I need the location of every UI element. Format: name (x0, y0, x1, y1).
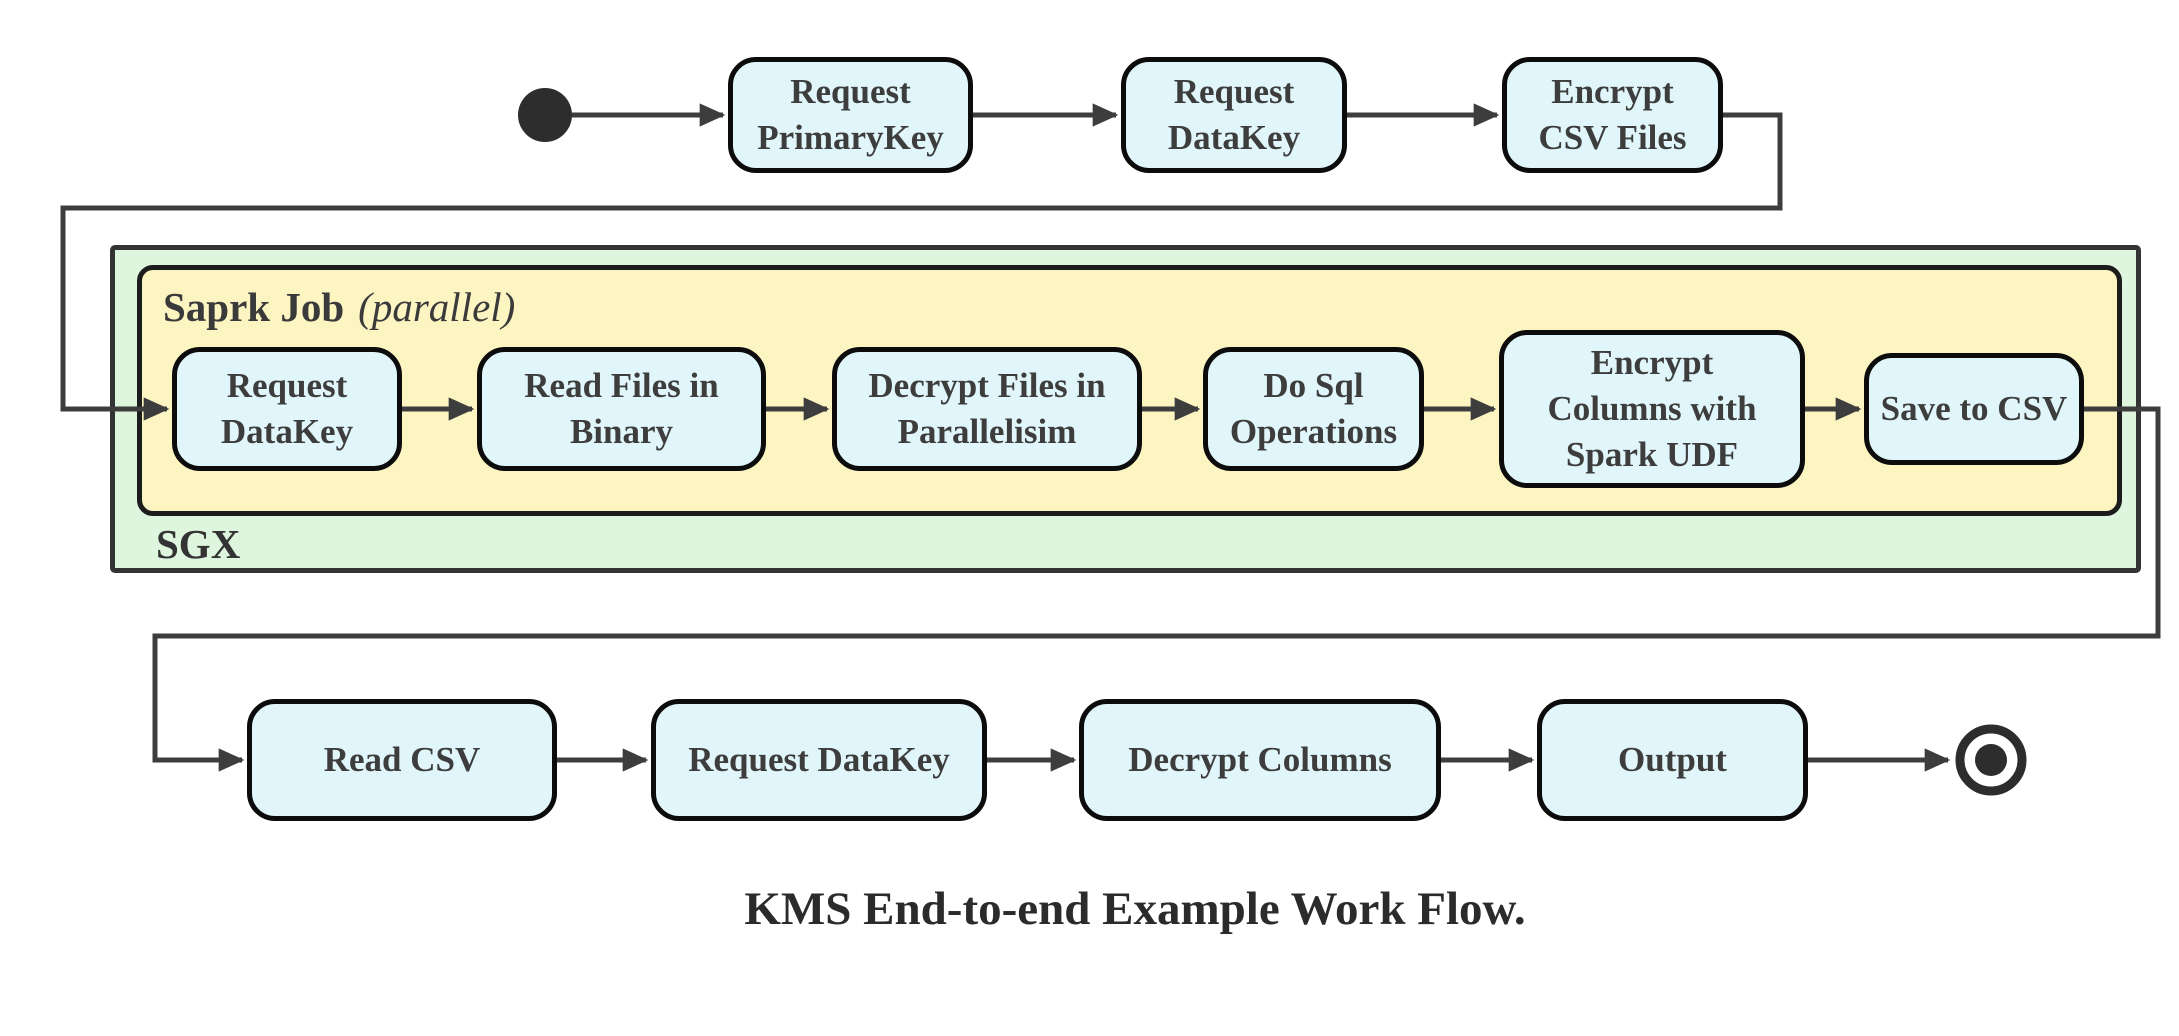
sgx-label: SGX (156, 521, 241, 567)
diagram-caption: KMS End-to-end Example Work Flow. (744, 883, 1526, 935)
spark-job-title-text: Saprk Job (163, 284, 345, 330)
node-read-csv: Read CSV (247, 699, 557, 821)
spark-job-title-annotation: (parallel) (358, 284, 516, 330)
node-output: Output (1537, 699, 1808, 821)
node-encrypt-csv-files: Encrypt CSV Files (1502, 57, 1723, 173)
node-request-datakey-spark: Request DataKey (172, 347, 402, 471)
node-request-datakey-top: Request DataKey (1121, 57, 1347, 173)
node-request-primarykey: Request PrimaryKey (728, 57, 973, 173)
node-request-datakey-bottom: Request DataKey (651, 699, 987, 821)
node-decrypt-columns: Decrypt Columns (1079, 699, 1441, 821)
node-save-to-csv: Save to CSV (1864, 353, 2084, 465)
node-decrypt-files-in-parallelisim: Decrypt Files in Parallelisim (832, 347, 1142, 471)
node-read-files-in-binary: Read Files in Binary (477, 347, 766, 471)
node-encrypt-columns-with-spark-udf: Encrypt Columns with Spark UDF (1499, 330, 1805, 488)
spark-job-title: Saprk Job (parallel) (163, 283, 515, 331)
node-do-sql-operations: Do Sql Operations (1203, 347, 1424, 471)
